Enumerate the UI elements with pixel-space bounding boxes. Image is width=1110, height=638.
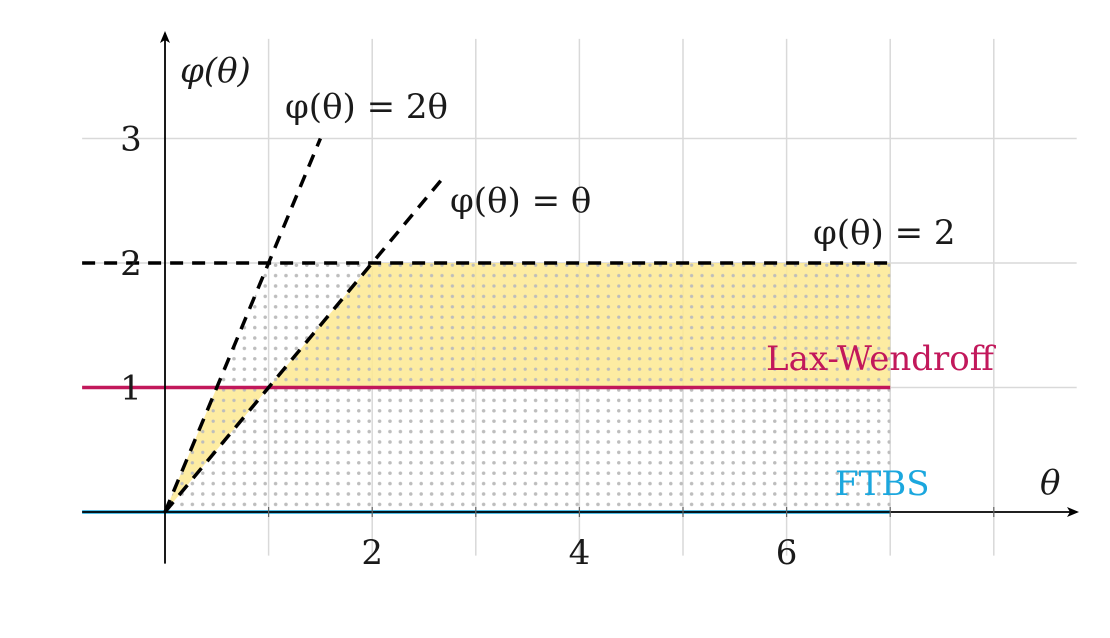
reference-lines [82,137,891,514]
y-tick-label: 1 [120,369,142,409]
y-tick-label: 3 [120,120,142,160]
x-tick-label: 2 [361,533,383,573]
x-tick-label: 6 [776,533,798,573]
ref-line-theta [163,174,447,514]
y-axis-label: φ(θ) [180,51,251,91]
series-label-lax-wendroff: Lax-Wendroff [766,339,997,379]
axes [82,31,1079,564]
annotation-phi-2theta: φ(θ) = 2θ [285,87,448,127]
x-axis-label: θ [1040,463,1060,503]
annotation-phi-theta: φ(θ) = θ [450,181,591,221]
y-tick-label: 2 [120,244,142,284]
x-tick-label: 4 [569,533,591,573]
annotation-phi-2: φ(θ) = 2 [813,213,956,253]
ref-line-2theta [163,137,323,513]
series-label-ftbs: FTBS [835,464,930,504]
